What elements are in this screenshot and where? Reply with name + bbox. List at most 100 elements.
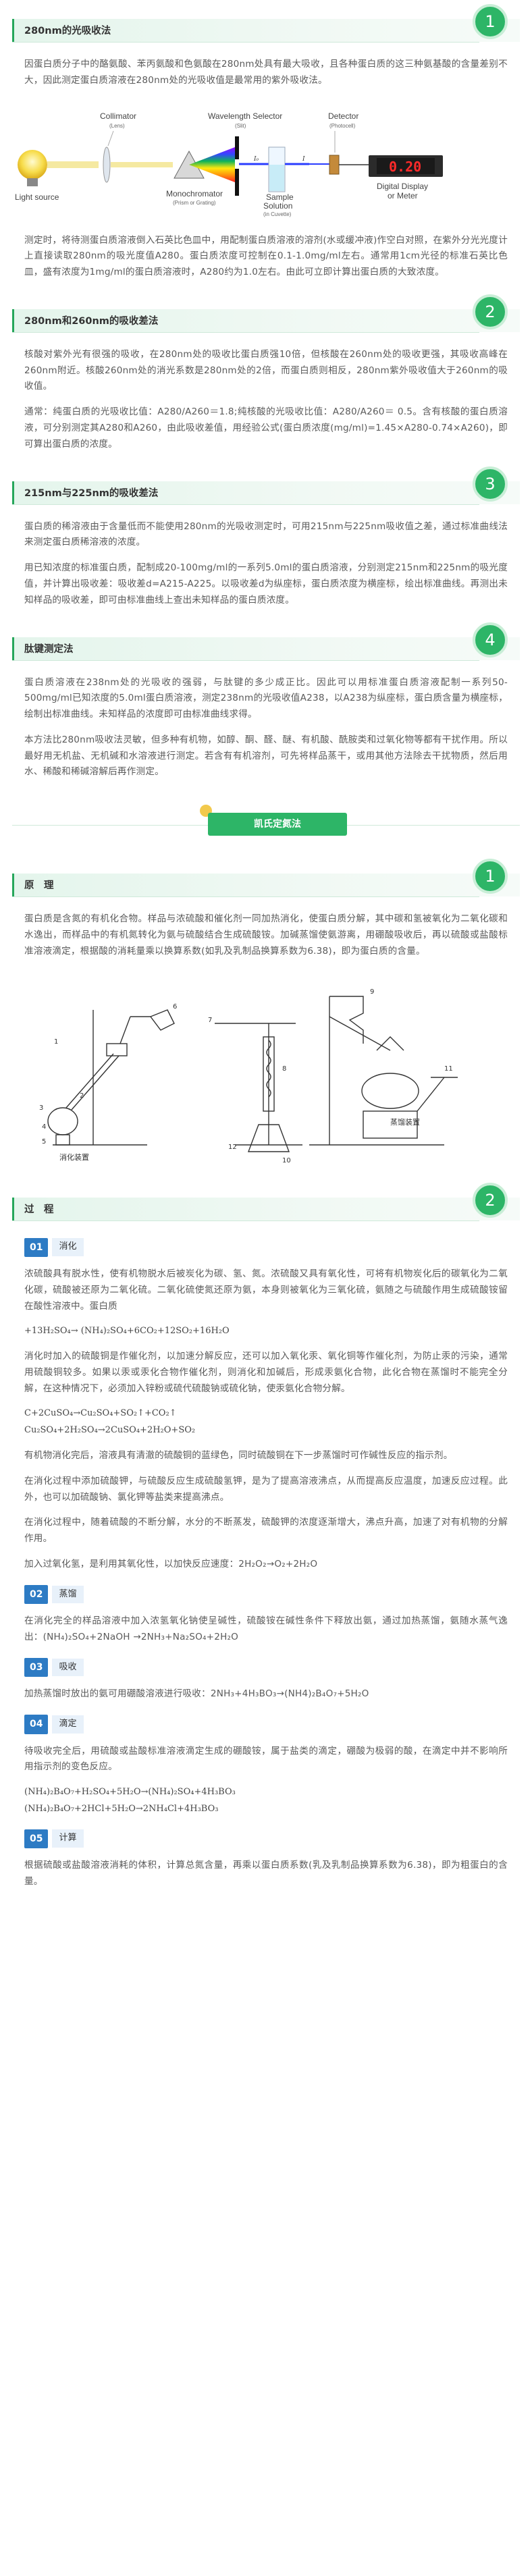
step-label: 消化 [52,1238,84,1257]
digestion-apparatus [47,1009,175,1146]
section-header-3: 215nm与225nm的吸收差法 3 [12,462,520,510]
label-digital-display: Digital Display [377,182,428,191]
section-number-badge: 3 [473,466,508,502]
paragraph: 浓硫酸具有脱水性，使有机物脱水后被炭化为碳、氢、氮。浓硫酸又具有氧化性，可将有机… [24,1268,508,1312]
paragraph: 本方法比280nm吸收法灵敏，但多种有机物，如醇、酮、醛、醚、有机酸、酰胺类和过… [24,734,508,778]
paragraph: 待吸收完全后，用硫酸或盐酸标准溶液滴定生成的硼酸铵，属于盐类的滴定，硼酸为极弱的… [24,1745,508,1773]
step-header: 05 计算 [24,1829,508,1849]
section-number-badge: 1 [473,859,508,894]
light-source [18,149,99,186]
section-title: 280nm和260nm的吸收差法 [24,315,159,327]
display-reading: 0.20 [389,159,421,175]
paragraph: 用已知浓度的标准蛋白质，配制成20-100mg/ml的一系列5.0ml的蛋白质溶… [24,562,508,606]
step-header: 02 蒸馏 [24,1584,508,1605]
step-header: 04 滴定 [24,1715,508,1734]
detector-photocell [329,155,369,175]
paragraph: 加入过氧化氢，是利用其氧化性，以加快反应速度：2H₂O₂→O₂+2H₂O [24,1558,318,1569]
apparatus-num: 12 [228,1144,237,1151]
apparatus-svg: 消化装置 蒸馏装置 1 2 3 4 5 6 7 8 9 10 11 12 [39,988,458,1164]
paragraph: 加热蒸馏时放出的氨可用硼酸溶液进行吸收：2NH₃+4H₃BO₃→(NH4)₂B₄… [24,1688,369,1700]
paragraph: 在消化过程中，随着硫酸的不断分解，水分的不断蒸发，硫酸钾的浓度逐渐增大，沸点升高… [24,1517,508,1545]
paragraph: 蛋白质的稀溶液由于含量低而不能使用280nm的光吸收测定时，可用215nm与22… [24,520,508,548]
step-header: 03 吸收 [24,1657,508,1678]
apparatus-num: 10 [282,1157,291,1164]
section-title: 原 理 [24,880,54,892]
section-number-badge: 4 [473,622,508,658]
article: 280nm的光吸收法 1 因蛋白质分子中的酪氨酸、苯丙氨酸和色氨酸在280nm处… [12,0,520,1887]
section-header-2: 280nm和260nm的吸收差法 2 [12,290,520,338]
apparatus-num: 6 [173,1003,177,1011]
formula: C+2CuSO₄→Cu₂SO₄+SO₂↑+CO₂↑ [24,1408,177,1419]
apparatus-num: 11 [444,1065,453,1073]
label-photocell: (Photocell) [329,123,356,129]
step-label: 蒸馏 [52,1585,84,1604]
section-header-process: 过 程 2 [12,1179,520,1226]
step-number: 02 [24,1584,49,1605]
step-label: 吸收 [52,1658,84,1677]
label-solution: Solution [263,201,292,211]
label-lens: (Lens) [109,123,125,129]
formula: Cu₂SO₄+2H₂SO₄→2CuSO₄+2H₂O+SO₂ [24,1425,196,1436]
apparatus-num: 1 [54,1038,58,1046]
label-light-source: Light source [15,192,59,202]
paragraph: 在消化过程中添加硫酸钾，与硫酸反应生成硫酸氢钾，是为了提高溶液沸点，从而提高反应… [24,1475,508,1503]
kjeldahl-banner: 凯氏定氮法 [12,801,520,848]
paragraph: 蛋白质是含氮的有机化合物。样品与浓硫酸和催化剂一同加热消化，使蛋白质分解，其中碳… [24,913,508,957]
digital-display [369,155,443,177]
label-sample: Sample [266,192,294,202]
apparatus-num: 9 [370,988,374,996]
label-i0: I₀ [253,156,259,163]
prism-icon [174,146,235,182]
kjeldahl-title: 凯氏定氮法 [208,813,347,836]
distillation-apparatus [309,995,458,1146]
paragraph: 在消化完全的样品溶液中加入浓氢氧化钠使呈碱性，硫酸铵在碱性条件下释放出氨，通过加… [24,1615,508,1642]
label-prism-or-grating: (Prism or Grating) [173,200,216,206]
label-distillation: 蒸馏装置 [390,1117,420,1127]
paragraph: 核酸对紫外光有很强的吸收，在280nm处的吸收比蛋白质强10倍，但核酸在260n… [24,348,508,392]
label-collimator: Collimator [100,111,136,121]
section-number-badge: 2 [473,1182,508,1218]
paragraph: 蛋白质溶液在238nm处的光吸收的强弱，与肽键的多少成正比。因此可以用标准蛋白质… [24,676,508,720]
label-slit: (Slit) [235,123,246,129]
step-number: 04 [24,1715,49,1734]
step-label: 滴定 [52,1715,84,1734]
cuvette [268,146,286,192]
step-number: 05 [24,1829,49,1849]
section-header-principle: 原 理 1 [12,855,520,902]
step-number: 01 [24,1237,49,1258]
spectrophotometer-svg: Collimator (Lens) Wavelength Selector (S… [15,111,443,217]
apparatus-num: 4 [42,1123,46,1131]
apparatus-num: 2 [80,1092,84,1100]
condenser [215,1022,302,1152]
paragraph: 测定时，将待测蛋白质溶液倒入石英比色皿中，用配制蛋白质溶液的溶剂(水或缓冲液)作… [24,234,508,278]
section-title: 过 程 [24,1204,54,1215]
paragraph: 因蛋白质分子中的酪氨酸、苯丙氨酸和色氨酸在280nm处具有最大吸收，且各种蛋白质… [24,59,508,86]
step-number: 03 [24,1657,49,1678]
section-title: 肽键测定法 [24,643,74,655]
label-or-meter: or Meter [388,191,418,200]
formula: (NH₄)₂B₄O₇+2HCl+5H₂O→2NH₄Cl+4H₃BO₃ [24,1803,219,1814]
apparatus-num: 3 [39,1104,43,1112]
label-wavelength-selector: Wavelength Selector [208,111,282,121]
paragraph: 消化时加入的硫酸铜是作催化剂，以加速分解反应，还可以加入氧化汞、氧化铜等作催化剂… [24,1351,508,1394]
kjeldahl-apparatus-diagram: 消化装置 蒸馏装置 1 2 3 4 5 6 7 8 9 10 11 12 [12,969,520,1172]
step-label: 计算 [52,1829,84,1848]
section-header-1: 280nm的光吸收法 1 [12,0,520,47]
label-monochromator: Monochromator [166,189,223,198]
section-header-4: 肽键测定法 4 [12,618,520,666]
formula: +13H₂SO₄→ (NH₄)₂SO₄+6CO₂+12SO₂+16H₂O [24,1326,230,1337]
label-i: I [302,156,305,163]
section-number-badge: 1 [473,4,508,39]
section-number-badge: 2 [473,294,508,329]
paragraph: 根据硫酸或盐酸溶液消耗的体积，计算总氮含量，再乘以蛋白质系数(乳及乳制品换算系数… [24,1860,508,1887]
collimator-lens [103,146,111,183]
label-cuvette: (in Cuvette) [263,211,292,217]
formula: (NH₄)₂B₄O₇+H₂SO₄+5H₂O→(NH₄)₂SO₄+4H₃BO₃ [24,1787,236,1798]
section-title: 280nm的光吸收法 [24,26,111,36]
label-digestion: 消化装置 [59,1152,89,1162]
step-header: 01 消化 [24,1237,508,1258]
spectrophotometer-diagram: Collimator (Lens) Wavelength Selector (S… [12,99,520,223]
section-title: 215nm与225nm的吸收差法 [24,487,159,499]
paragraph: 通常：纯蛋白质的光吸收比值：A280/A260＝1.8;纯核酸的光吸收比值：A2… [24,406,508,450]
apparatus-num: 7 [208,1017,212,1024]
